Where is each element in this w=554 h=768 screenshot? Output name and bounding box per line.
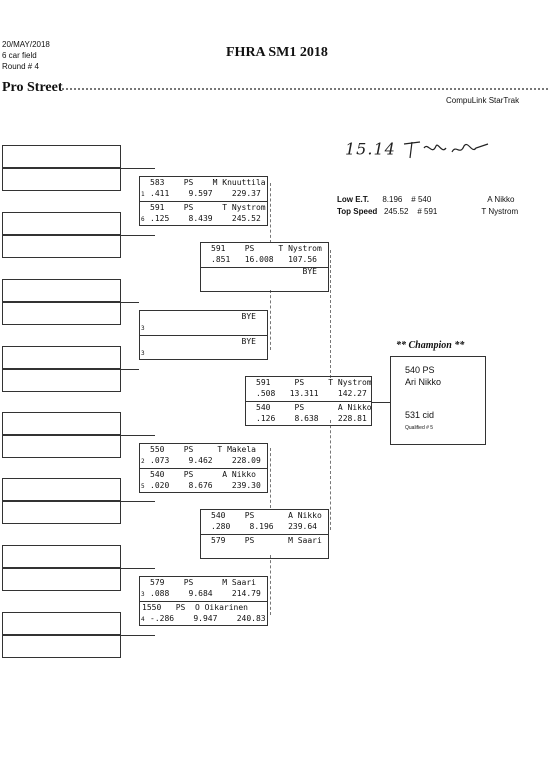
bracket-line	[121, 168, 155, 169]
champion-cid: 531 cid	[405, 410, 435, 420]
bracket-dashed-line	[330, 420, 331, 530]
bracket-line	[372, 402, 390, 403]
pair-bottom-lane: 579 PS M Saari	[211, 536, 322, 545]
pair-top-lane: 550 PS T Makela .073 9.462 228.09 2	[140, 444, 267, 469]
entry-box	[2, 302, 121, 325]
pair-top-lane: 591 PS T Nystrom .851 16.008 107.56	[201, 243, 328, 268]
bracket-dashed-line	[270, 290, 271, 350]
entry-box	[2, 478, 121, 501]
champion-heading: ** Champion **	[396, 340, 465, 351]
pair-bottom-lane: 540 PS A Nikko .020 8.676 239.30 5	[141, 470, 261, 490]
round1-pair-4: 579 PS M Saari .088 9.684 214.79 3 1550 …	[139, 576, 268, 626]
title-dotted-rule	[62, 88, 548, 93]
champion-qualified: Qualified # 5	[405, 425, 434, 431]
pair-top-lane: 540 PS A Nikko .280 8.196 239.64	[201, 510, 328, 535]
pair-top-lane: 579 PS M Saari .088 9.684 214.79 3	[140, 577, 267, 602]
entry-box	[2, 545, 121, 568]
pair-bottom-lane: 540 PS A Nikko .126 8.638 228.81	[256, 403, 372, 423]
bracket-line	[121, 369, 139, 370]
entry-box	[2, 501, 121, 524]
pair-bottom-lane: BYE 3	[141, 337, 256, 357]
champion-number-class: 540 PS	[405, 365, 435, 375]
handwritten-note: 15.14	[345, 138, 492, 162]
bracket-line	[121, 235, 155, 236]
bracket-line	[121, 302, 139, 303]
signature-scribble	[403, 141, 489, 159]
pair-top-lane: 583 PS M Knuuttila .411 9.597 229.37 1	[140, 177, 267, 202]
entry-box	[2, 145, 121, 168]
entry-box	[2, 212, 121, 235]
champion-name: Ari Nikko	[405, 377, 442, 387]
round1-pair-3: 550 PS T Makela .073 9.462 228.09 2 540 …	[139, 443, 268, 493]
entry-box	[2, 412, 121, 435]
entry-box	[2, 346, 121, 369]
round1-pair-2: BYE 3 BYE 3	[139, 310, 268, 360]
bracket-dashed-line	[270, 448, 271, 508]
entry-box	[2, 279, 121, 302]
pair-top-lane: BYE 3	[140, 311, 267, 336]
entry-box	[2, 235, 121, 258]
bracket-line	[121, 635, 155, 636]
class-name: Pro Street	[2, 80, 63, 95]
pair-bottom-lane: 591 PS T Nystrom .125 8.439 245.52 6	[141, 203, 266, 223]
event-date: 20/MAY/2018	[2, 40, 50, 49]
final-pair: 591 PS T Nystrom .508 13.311 142.27 540 …	[245, 376, 372, 426]
entry-box	[2, 369, 121, 392]
entry-box	[2, 435, 121, 458]
pair-bottom-lane: 1550 PS O Oikarinen -.286 9.947 240.83 4	[141, 603, 266, 623]
round-number: Round # 4	[2, 62, 39, 71]
pair-top-lane: 591 PS T Nystrom .508 13.311 142.27	[246, 377, 372, 402]
bracket-dashed-line	[270, 555, 271, 615]
software-name: CompuLink StarTrak	[446, 96, 520, 105]
bracket-line	[121, 435, 155, 436]
entry-box	[2, 568, 121, 591]
field-size: 6 car field	[2, 51, 37, 60]
bracket-line	[121, 568, 155, 569]
bracket-line	[121, 501, 155, 502]
bracket-dashed-line	[270, 183, 271, 243]
entry-box	[2, 168, 121, 191]
entry-box	[2, 635, 121, 658]
bracket-dashed-line	[330, 250, 331, 378]
round2-pair-2: 540 PS A Nikko .280 8.196 239.64 579 PS …	[200, 509, 329, 559]
round2-pair-1: 591 PS T Nystrom .851 16.008 107.56 BYE	[200, 242, 329, 292]
champion-box: 540 PS Ari Nikko 531 cid Qualified # 5	[390, 356, 486, 445]
pair-bottom-lane: BYE	[211, 267, 317, 276]
entry-box	[2, 612, 121, 635]
event-title: FHRA SM1 2018	[226, 45, 328, 60]
round1-pair-1: 583 PS M Knuuttila .411 9.597 229.37 1 5…	[139, 176, 268, 226]
